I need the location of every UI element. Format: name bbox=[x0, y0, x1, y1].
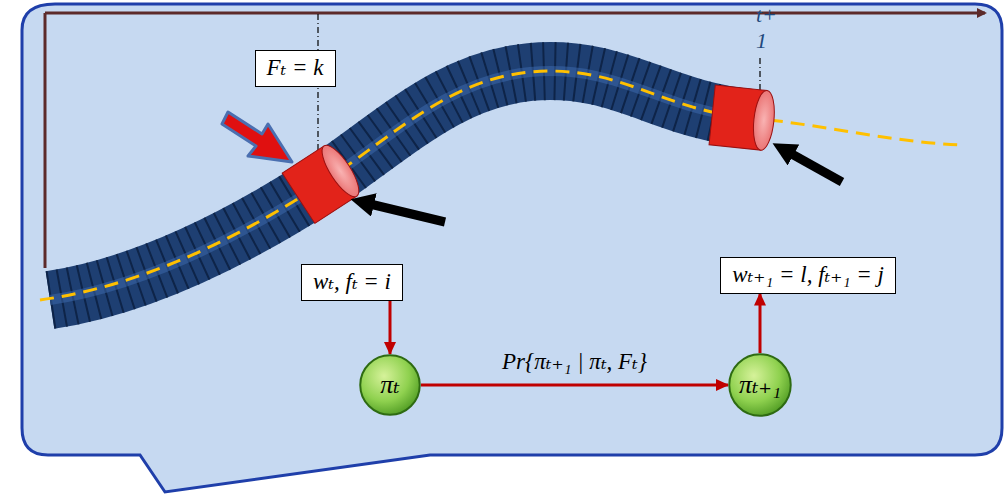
node-text: πₜ bbox=[380, 370, 399, 400]
hose bbox=[50, 71, 750, 300]
hose-rings bbox=[50, 71, 750, 300]
value-box: wₜ, fₜ = i bbox=[301, 264, 403, 301]
state-circle: πₜ bbox=[359, 354, 421, 416]
cylinder bbox=[709, 85, 777, 151]
time-axis-origin bbox=[44, 13, 47, 268]
transition-arrow bbox=[421, 384, 728, 387]
hose-shine bbox=[50, 71, 750, 300]
node-text: wₜ, fₜ = i bbox=[313, 269, 391, 295]
center-line bbox=[40, 71, 960, 300]
transition-arrow bbox=[759, 294, 762, 354]
value-box: wₜ₊₁ = l, fₜ₊₁ = j bbox=[720, 257, 896, 294]
pointer-arrow bbox=[370, 204, 445, 222]
state-circle: πₜ₊₁ bbox=[728, 353, 792, 417]
edge-label: Pr{πₜ₊₁ | πₜ, Fₜ} bbox=[502, 348, 647, 375]
callout-panel bbox=[22, 4, 1002, 492]
force-arrow bbox=[222, 112, 292, 162]
time-mark bbox=[317, 14, 318, 165]
value-box: Fₜ = k bbox=[255, 50, 336, 87]
node-text: πₜ₊₁ bbox=[739, 370, 781, 400]
time-label: t+ 1 bbox=[756, 2, 780, 55]
cylinder bbox=[282, 140, 365, 223]
node-text: Fₜ = k bbox=[267, 55, 324, 81]
transition-arrow bbox=[389, 301, 392, 355]
pointer-arrow bbox=[790, 153, 842, 182]
time-axis bbox=[45, 12, 985, 15]
node-text: wₜ₊₁ = l, fₜ₊₁ = j bbox=[732, 262, 884, 288]
